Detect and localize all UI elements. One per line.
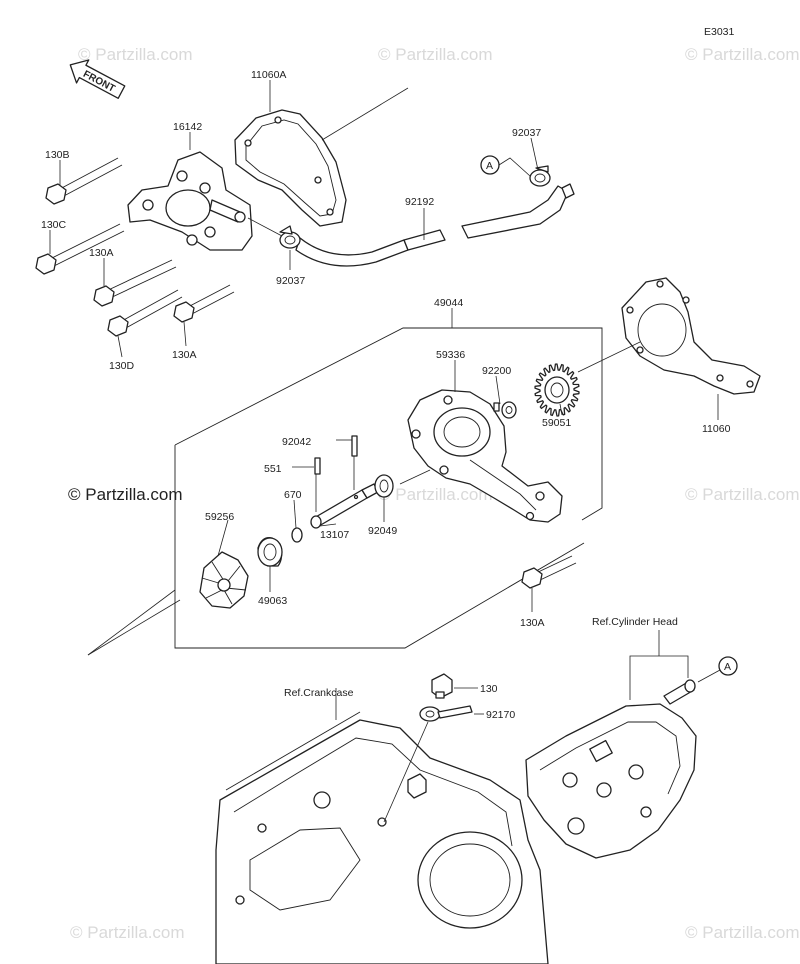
part-number-label: 130A xyxy=(172,349,197,361)
pin-92042 xyxy=(351,435,358,457)
bolt-130b xyxy=(45,157,123,205)
part-number-label: 551 xyxy=(264,463,282,475)
part-number-label: 130A xyxy=(89,247,114,259)
shaft-13107 xyxy=(310,483,379,529)
part-number-label: 11060 xyxy=(702,423,731,435)
watermark-dark: © Partzilla.com xyxy=(68,485,183,504)
part-number-label: 59051 xyxy=(542,417,571,429)
pump-cover-16142 xyxy=(127,151,253,251)
assembly-box-49044 xyxy=(87,308,603,656)
bolt-130a-upper xyxy=(93,259,177,307)
watermark: © Partzilla.com xyxy=(685,485,800,504)
cylinder-head-bracket xyxy=(629,630,689,700)
bolt-130 xyxy=(431,673,453,699)
part-number-label: 130A xyxy=(520,617,545,629)
clamp-92037-right xyxy=(529,165,551,187)
watermark: © Partzilla.com xyxy=(378,45,493,64)
part-number-label: 130D xyxy=(109,360,135,372)
seal-49063 xyxy=(257,537,283,567)
hose-92192 xyxy=(295,183,575,267)
bolt-130a-right xyxy=(521,555,577,589)
part-number-label: 92192 xyxy=(405,196,434,208)
part-number-label: 92042 xyxy=(282,436,311,448)
clamp-92037-left xyxy=(279,225,301,249)
diagram-code: E3031 xyxy=(704,26,735,38)
impeller-59256 xyxy=(199,551,249,609)
watermark: © Partzilla.com xyxy=(78,45,193,64)
part-number-label: 670 xyxy=(284,489,302,501)
part-number-label: 16142 xyxy=(173,121,202,133)
part-number-label: 130 xyxy=(480,683,498,695)
ref-crankcase-label: Ref.Crankcase xyxy=(284,687,354,699)
bolt-130d xyxy=(107,289,183,337)
part-number-label: 92037 xyxy=(512,127,541,139)
part-number-label: 92049 xyxy=(368,525,397,537)
part-number-label: 11060A xyxy=(251,69,286,81)
callout-letter: A xyxy=(486,160,493,172)
bolt-130c xyxy=(35,223,125,275)
gasket-11060a xyxy=(234,109,347,227)
callout-letter: A xyxy=(724,661,731,673)
watermark: © Partzilla.com xyxy=(70,923,185,942)
crankcase xyxy=(215,711,549,964)
ref-cylinder-head-label: Ref.Cylinder Head xyxy=(592,616,678,628)
callout-a-upper: A xyxy=(480,155,531,177)
part-number-label: 59336 xyxy=(436,349,465,361)
pump-housing-59336 xyxy=(407,389,563,523)
part-number-label: 92200 xyxy=(482,365,511,377)
gear-59051 xyxy=(534,363,580,417)
part-number-label: 130C xyxy=(41,219,67,231)
leader-lines xyxy=(49,80,719,612)
bolt-130a-lower xyxy=(173,284,235,323)
part-number-label: 49044 xyxy=(434,297,463,309)
part-number-label: 130B xyxy=(45,149,70,161)
cylinder-head xyxy=(525,679,697,859)
watermark: © Partzilla.com xyxy=(685,45,800,64)
o-ring-670 xyxy=(291,527,303,543)
gasket-11060 xyxy=(621,277,761,395)
part-number-label: 92037 xyxy=(276,275,305,287)
part-number-label: 49063 xyxy=(258,595,287,607)
part-number-label: 13107 xyxy=(320,529,349,541)
watermark: © Partzilla.com xyxy=(685,923,800,942)
watermark: © Partzilla.com xyxy=(378,485,493,504)
washer-92170 xyxy=(419,705,473,722)
pin-551 xyxy=(314,457,321,475)
part-number-label: 59256 xyxy=(205,511,234,523)
part-number-label: 92170 xyxy=(486,709,515,721)
callout-a-lower: A xyxy=(697,656,738,683)
seal-92049 xyxy=(374,474,394,498)
washer-92200 xyxy=(493,401,517,419)
